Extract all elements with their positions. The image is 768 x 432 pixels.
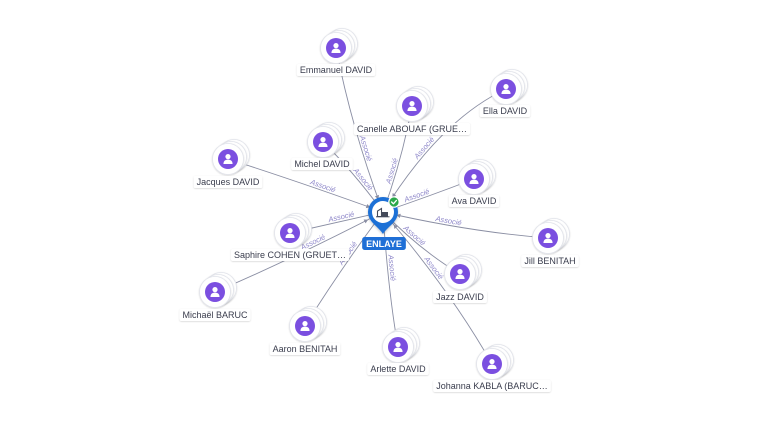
person-node-johanna-kabla[interactable]: Johanna KABLA (BARUC… xyxy=(433,344,551,393)
person-name: Emmanuel DAVID xyxy=(300,65,373,75)
edge-jill-benitah: Associé xyxy=(382,211,549,239)
person-node-michel-david[interactable]: Michel DAVID xyxy=(291,122,353,171)
edge-line xyxy=(382,211,549,239)
person-node-jazz-david[interactable]: Jazz DAVID xyxy=(433,254,487,304)
person-name-tag: Canelle ABOUAF (GRUE… xyxy=(353,123,471,135)
person-node-ava-david[interactable]: Ava DAVID xyxy=(448,159,500,208)
person-name-tag: Michel DAVID xyxy=(291,158,353,170)
company-name: ENLAYE xyxy=(366,239,402,249)
edge-label: Associé xyxy=(308,177,337,194)
person-name: Johanna KABLA (BARUC… xyxy=(436,381,548,391)
person-icon xyxy=(501,84,511,94)
company-icon xyxy=(376,207,390,218)
person-name: Jacques DAVID xyxy=(197,177,260,187)
edge-label: Associé xyxy=(422,254,446,281)
person-name: Ella DAVID xyxy=(483,106,528,116)
person-node-saphire-cohen[interactable]: Saphire COHEN (GRUET… xyxy=(230,213,350,262)
person-node-jacques-david[interactable]: Jacques DAVID xyxy=(193,139,263,189)
person-name: Jazz DAVID xyxy=(436,292,484,302)
person-name: Canelle ABOUAF (GRUE… xyxy=(357,124,467,134)
nodes-layer: Emmanuel DAVID Canelle ABOUAF (GRUE… Ella … xyxy=(179,28,579,393)
person-node-emmanuel-david[interactable]: Emmanuel DAVID xyxy=(296,28,376,77)
verified-check-icon xyxy=(388,196,400,208)
person-icon xyxy=(487,359,497,369)
person-icon xyxy=(407,101,417,111)
person-name-tag: Emmanuel DAVID xyxy=(296,64,376,76)
person-name: Aaron BENITAH xyxy=(273,344,338,354)
edge-label: Associé xyxy=(412,135,437,162)
person-name: Jill BENITAH xyxy=(524,256,575,266)
person-node-aaron-benitah[interactable]: Aaron BENITAH xyxy=(269,306,341,356)
person-name-tag: Jill BENITAH xyxy=(521,255,579,267)
person-icon xyxy=(543,233,553,243)
person-icon xyxy=(285,228,295,238)
person-name: Saphire COHEN (GRUET… xyxy=(234,250,346,260)
person-name-tag: Ella DAVID xyxy=(479,105,531,117)
person-name-tag: Ava DAVID xyxy=(448,195,500,207)
person-icon xyxy=(210,287,220,297)
person-name: Arlette DAVID xyxy=(370,364,426,374)
person-icon xyxy=(223,154,233,164)
person-node-jill-benitah[interactable]: Jill BENITAH xyxy=(521,218,579,268)
person-name: Ava DAVID xyxy=(452,196,497,206)
person-node-michael-baruc[interactable]: Michaël BARUC xyxy=(179,272,251,322)
person-node-canelle-abouaf[interactable]: Canelle ABOUAF (GRUE… xyxy=(353,86,471,136)
person-name-tag: Saphire COHEN (GRUET… xyxy=(230,249,350,261)
person-name-tag: Johanna KABLA (BARUC… xyxy=(433,380,551,392)
person-name-tag: Michaël BARUC xyxy=(179,309,251,321)
person-node-arlette-david[interactable]: Arlette DAVID xyxy=(367,327,429,376)
person-name-tag: Jacques DAVID xyxy=(193,176,263,188)
center-node[interactable]: ENLAYE xyxy=(362,196,406,250)
person-name-tag: Aaron BENITAH xyxy=(269,343,341,355)
edge-label: Associé xyxy=(357,134,374,163)
edge-label: Associé xyxy=(383,157,399,186)
edge-arrow xyxy=(363,219,369,224)
person-icon xyxy=(393,342,403,352)
person-icon xyxy=(469,174,479,184)
edge-label: Associé xyxy=(326,209,355,224)
person-name-tag: Arlette DAVID xyxy=(367,363,429,375)
edge-line xyxy=(382,211,493,365)
person-icon xyxy=(455,269,465,279)
edge-label: Associé xyxy=(402,187,431,205)
person-name: Michel DAVID xyxy=(294,159,350,169)
person-node-ella-david[interactable]: Ella DAVID xyxy=(479,69,531,118)
person-icon xyxy=(318,137,328,147)
edge-line xyxy=(382,88,507,213)
edge-label: Associé xyxy=(386,253,398,281)
person-icon xyxy=(300,321,310,331)
person-name: Michaël BARUC xyxy=(182,310,248,320)
person-name-tag: Jazz DAVID xyxy=(433,291,487,303)
edge-arrow xyxy=(393,224,398,229)
company-name-tag[interactable]: ENLAYE xyxy=(362,237,406,250)
person-icon xyxy=(331,43,341,53)
